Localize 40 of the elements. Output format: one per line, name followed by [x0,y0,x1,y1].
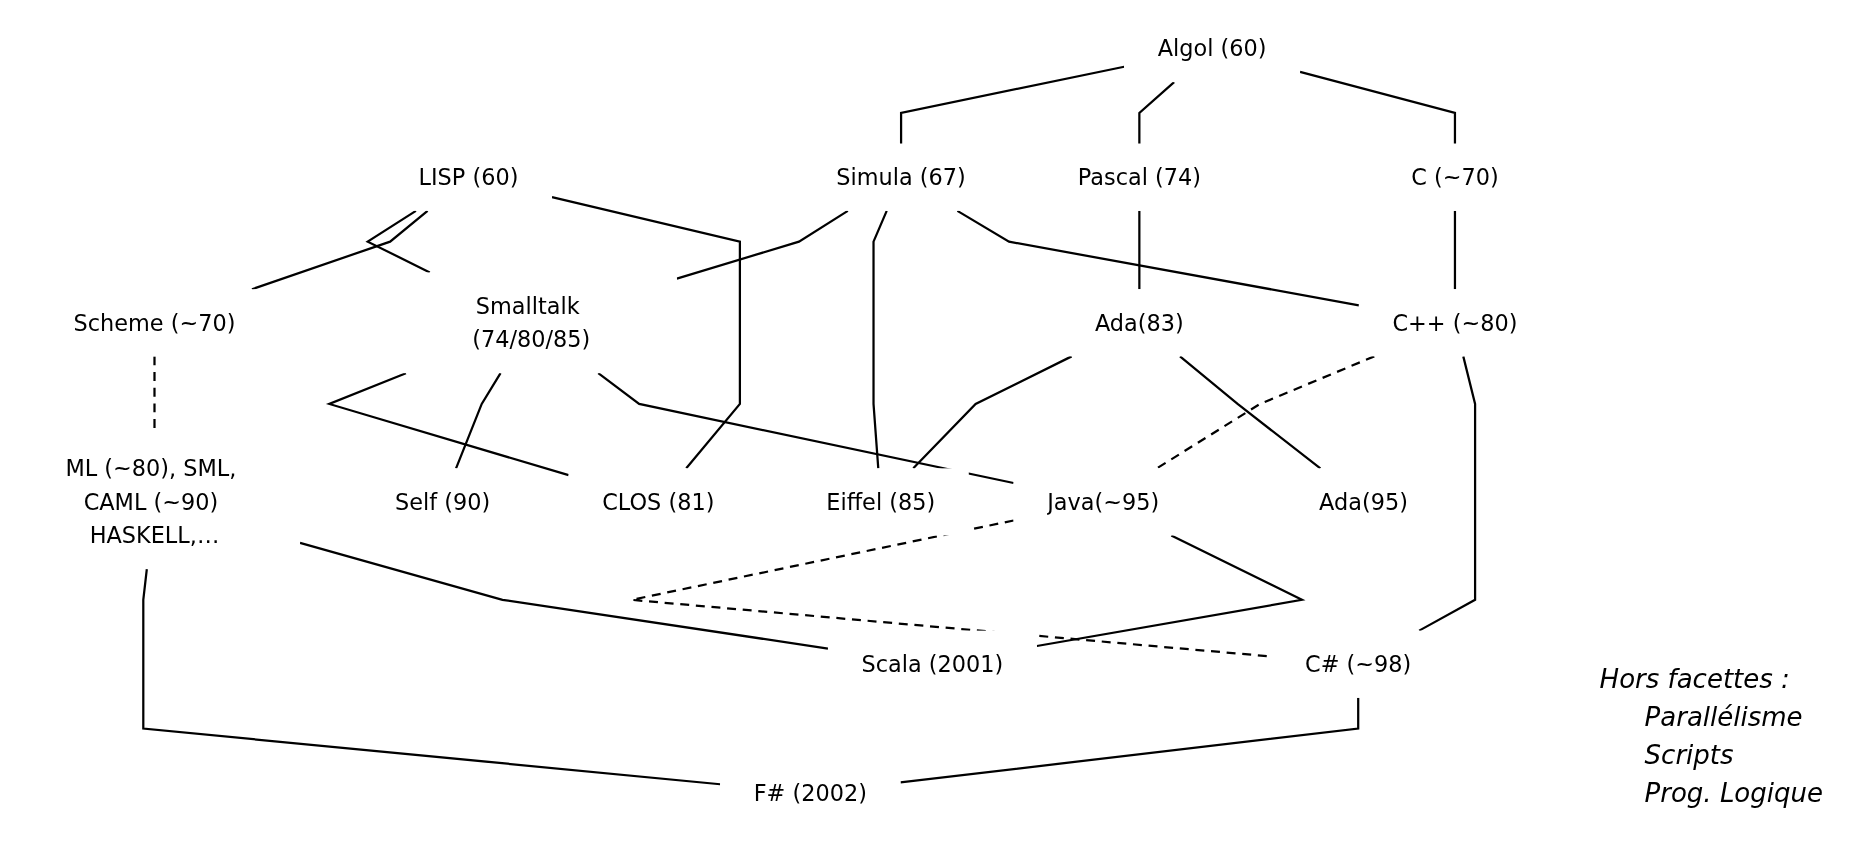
connector [597,372,1014,485]
connector [455,372,502,469]
node-text: Simula (67) [836,164,966,191]
node-text: Ada(95) [1319,488,1408,516]
connector [900,698,1360,784]
connector [1036,534,1306,648]
node-text: Ada(83) [1094,309,1184,337]
connector [1299,71,1457,144]
connector [1138,81,1175,144]
connector [299,542,829,650]
node-text: F# (2002) [753,779,867,807]
node-text: Algol (60) [1157,35,1267,63]
connector [1179,355,1322,470]
note-text: Prog. Logique [1643,777,1823,810]
node-text: Pascal (74) [1077,164,1201,191]
node-text: CLOS (81) [602,488,715,516]
connector [676,210,849,280]
connector [251,210,429,291]
connector [956,210,1360,307]
node-text: Smalltalk (74/80/85) [472,292,591,354]
note-text: Hors facettes : [1599,663,1791,696]
node-text: C# (~98) [1305,651,1412,678]
connector [899,65,1125,144]
connector [1138,211,1141,290]
node-text: C (~70) [1411,164,1499,191]
connector [1453,211,1457,290]
node-text: Self (90) [395,488,491,516]
connector [872,210,888,469]
connector [912,355,1073,470]
node-text: Scheme (~70) [73,309,236,337]
node-text: C++ (~80) [1392,309,1518,337]
connector [142,569,721,786]
connector [1418,356,1477,632]
node-text: LISP (60) [418,164,519,191]
connector [1156,355,1375,470]
note-text: Parallélisme [1643,701,1804,734]
connector [325,372,569,477]
connector [551,196,741,470]
node-text: ML (~80), SML, CAML (~90) HASKELL,… [65,455,237,550]
note-text: Scripts [1643,739,1735,772]
